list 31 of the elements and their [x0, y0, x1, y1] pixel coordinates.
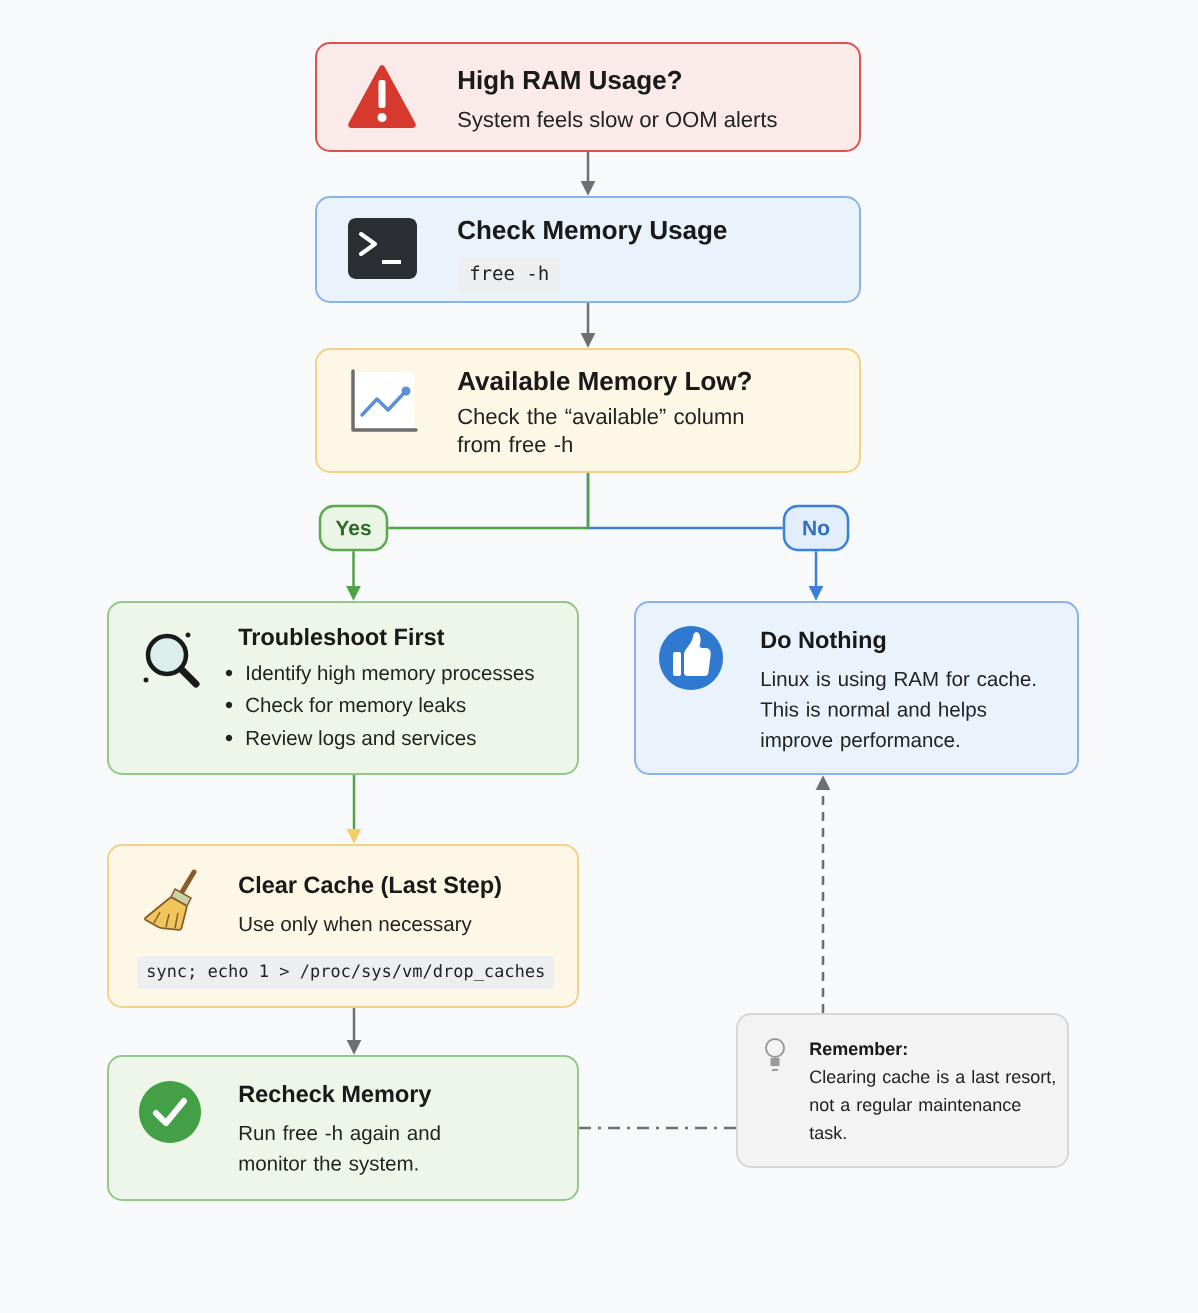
- note-text: Clearing cache is a last resort, not a regular maintenance task.: [809, 1069, 1055, 1140]
- box-title: Available Memory Low?: [457, 371, 751, 396]
- branch-label: No: [782, 504, 850, 552]
- process-box: [107, 1055, 579, 1201]
- list-item: Identify high memory processes: [247, 665, 534, 685]
- box-title: Do Nothing: [761, 631, 886, 653]
- note-title: Remember:: [810, 1041, 907, 1056]
- connector-line: [388, 473, 590, 530]
- box-title: Troubleshoot First: [238, 628, 445, 646]
- note-box: [736, 1013, 1069, 1168]
- branch-label: Yes: [318, 504, 389, 552]
- box-title: Recheck Memory: [239, 1085, 432, 1107]
- box-text: Linux is using RAM for cache. This is normal and helps improve performance.: [760, 671, 1036, 752]
- box-title: High RAM Usage?: [458, 70, 681, 95]
- box-title: Clear Cache (Last Step): [239, 876, 501, 898]
- list-item: Check for memory leaks: [246, 697, 466, 717]
- code-snippet: sync; echo 1 > /proc/sys/vm/drop_caches: [137, 956, 555, 989]
- process-box: [634, 601, 1079, 775]
- process-box: [315, 42, 861, 152]
- process-box: [315, 196, 861, 303]
- box-text: Check the “available” column from free -h: [457, 408, 744, 453]
- box-text: Use only when necessary: [239, 916, 472, 936]
- process-box: [107, 601, 579, 775]
- box-text: Run free -h again and monitor the system.: [239, 1125, 440, 1175]
- code-snippet: free -h: [458, 258, 561, 292]
- connector-line: [579, 1126, 736, 1130]
- process-box: [107, 844, 579, 1008]
- box-title: Check Memory Usage: [458, 220, 727, 245]
- decision-box: [315, 348, 861, 473]
- box-text: System feels slow or OOM alerts: [458, 111, 777, 132]
- list-item: Review logs and services: [246, 730, 476, 750]
